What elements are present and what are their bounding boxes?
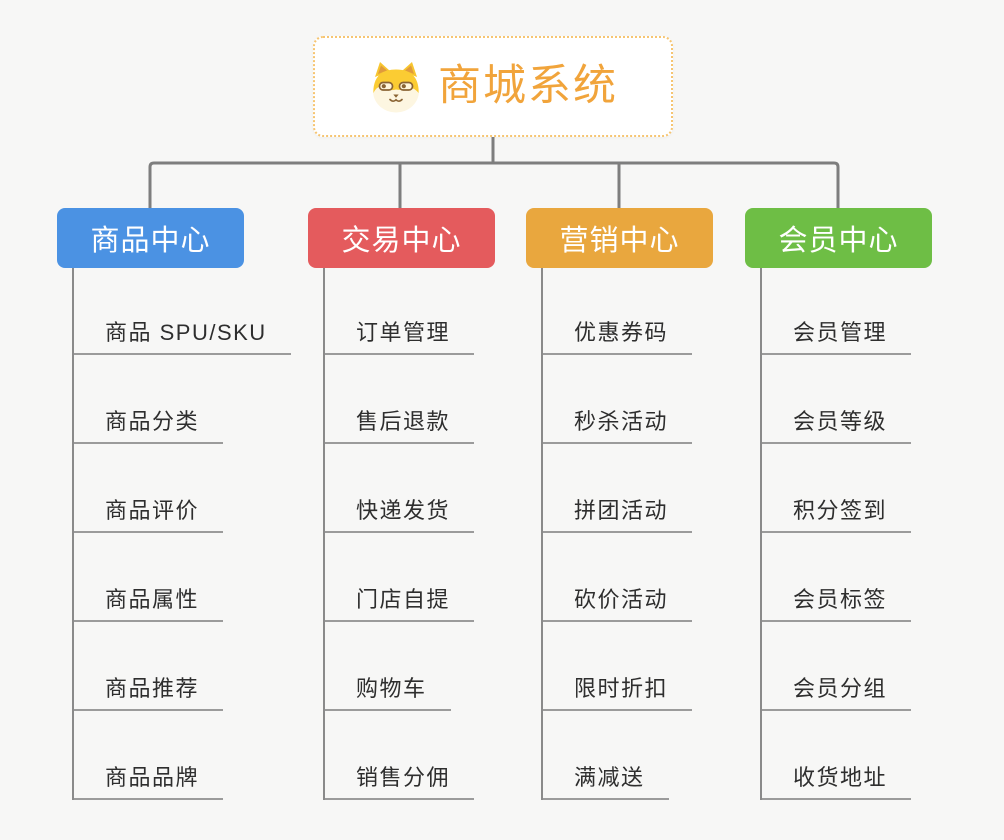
- shiba-dog-icon: [368, 61, 424, 113]
- leaf-row: 拼团活动: [543, 444, 758, 533]
- leaf-node[interactable]: 收货地址: [762, 760, 912, 800]
- leaf-row: 秒杀活动: [543, 355, 758, 444]
- branch-label: 会员中心: [778, 225, 899, 257]
- leaf-node[interactable]: 积分签到: [762, 493, 912, 533]
- leaf-node[interactable]: 商品 SPU/SKU: [74, 315, 291, 355]
- leaf-row: 商品 SPU/SKU: [74, 268, 291, 355]
- leaf-node[interactable]: 会员管理: [762, 315, 912, 355]
- leaf-node[interactable]: 售后退款: [325, 404, 475, 444]
- leaf-node[interactable]: 优惠券码: [543, 315, 693, 355]
- leaf-row: 限时折扣: [543, 622, 758, 711]
- leaf-node[interactable]: 订单管理: [325, 315, 475, 355]
- root-node[interactable]: 商城系统: [313, 36, 673, 137]
- leaf-row: 商品评价: [74, 444, 289, 533]
- leaf-row: 售后退款: [325, 355, 540, 444]
- leaf-row: 商品属性: [74, 533, 289, 622]
- branch-header-member-center[interactable]: 会员中心: [745, 208, 932, 268]
- leaf-node[interactable]: 商品分类: [74, 404, 224, 444]
- leaf-node[interactable]: 满减送: [543, 760, 669, 800]
- branch-children-product-center: 商品 SPU/SKU 商品分类 商品评价 商品属性 商品推荐 商品品牌: [72, 268, 291, 800]
- branch-label: 商品中心: [90, 225, 211, 257]
- leaf-row: 购物车: [325, 622, 540, 711]
- leaf-node[interactable]: 快递发货: [325, 493, 475, 533]
- leaf-row: 会员标签: [762, 533, 977, 622]
- leaf-row: 商品推荐: [74, 622, 289, 711]
- branch-label: 交易中心: [341, 225, 462, 257]
- branch-header-marketing-center[interactable]: 营销中心: [526, 208, 713, 268]
- leaf-node[interactable]: 销售分佣: [325, 760, 475, 800]
- leaf-row: 会员等级: [762, 355, 977, 444]
- leaf-node[interactable]: 商品评价: [74, 493, 224, 533]
- branch-header-product-center[interactable]: 商品中心: [57, 208, 244, 268]
- leaf-row: 砍价活动: [543, 533, 758, 622]
- leaf-row: 门店自提: [325, 533, 540, 622]
- leaf-node[interactable]: 门店自提: [325, 582, 475, 622]
- branch-children-trade-center: 订单管理 售后退款 快递发货 门店自提 购物车 销售分佣: [323, 268, 540, 800]
- leaf-node[interactable]: 购物车: [325, 671, 451, 711]
- leaf-row: 收货地址: [762, 711, 977, 800]
- root-label: 商城系统: [438, 62, 618, 110]
- leaf-row: 积分签到: [762, 444, 977, 533]
- leaf-row: 会员管理: [762, 268, 977, 355]
- leaf-row: 销售分佣: [325, 711, 540, 800]
- leaf-node[interactable]: 商品推荐: [74, 671, 224, 711]
- leaf-node[interactable]: 秒杀活动: [543, 404, 693, 444]
- leaf-row: 订单管理: [325, 268, 540, 355]
- leaf-node[interactable]: 商品品牌: [74, 760, 224, 800]
- leaf-row: 快递发货: [325, 444, 540, 533]
- leaf-node[interactable]: 会员等级: [762, 404, 912, 444]
- leaf-node[interactable]: 会员分组: [762, 671, 912, 711]
- leaf-node[interactable]: 限时折扣: [543, 671, 693, 711]
- leaf-node[interactable]: 商品属性: [74, 582, 224, 622]
- leaf-row: 商品分类: [74, 355, 289, 444]
- connector-lines: [148, 137, 840, 208]
- branch-header-trade-center[interactable]: 交易中心: [308, 208, 495, 268]
- leaf-row: 优惠券码: [543, 268, 758, 355]
- branch-children-marketing-center: 优惠券码 秒杀活动 拼团活动 砍价活动 限时折扣 满减送: [541, 268, 758, 800]
- leaf-row: 商品品牌: [74, 711, 289, 800]
- leaf-node[interactable]: 会员标签: [762, 582, 912, 622]
- leaf-row: 会员分组: [762, 622, 977, 711]
- branch-label: 营销中心: [559, 225, 680, 257]
- leaf-node[interactable]: 拼团活动: [543, 493, 693, 533]
- leaf-row: 满减送: [543, 711, 758, 800]
- leaf-node[interactable]: 砍价活动: [543, 582, 693, 622]
- branch-children-member-center: 会员管理 会员等级 积分签到 会员标签 会员分组 收货地址: [760, 268, 977, 800]
